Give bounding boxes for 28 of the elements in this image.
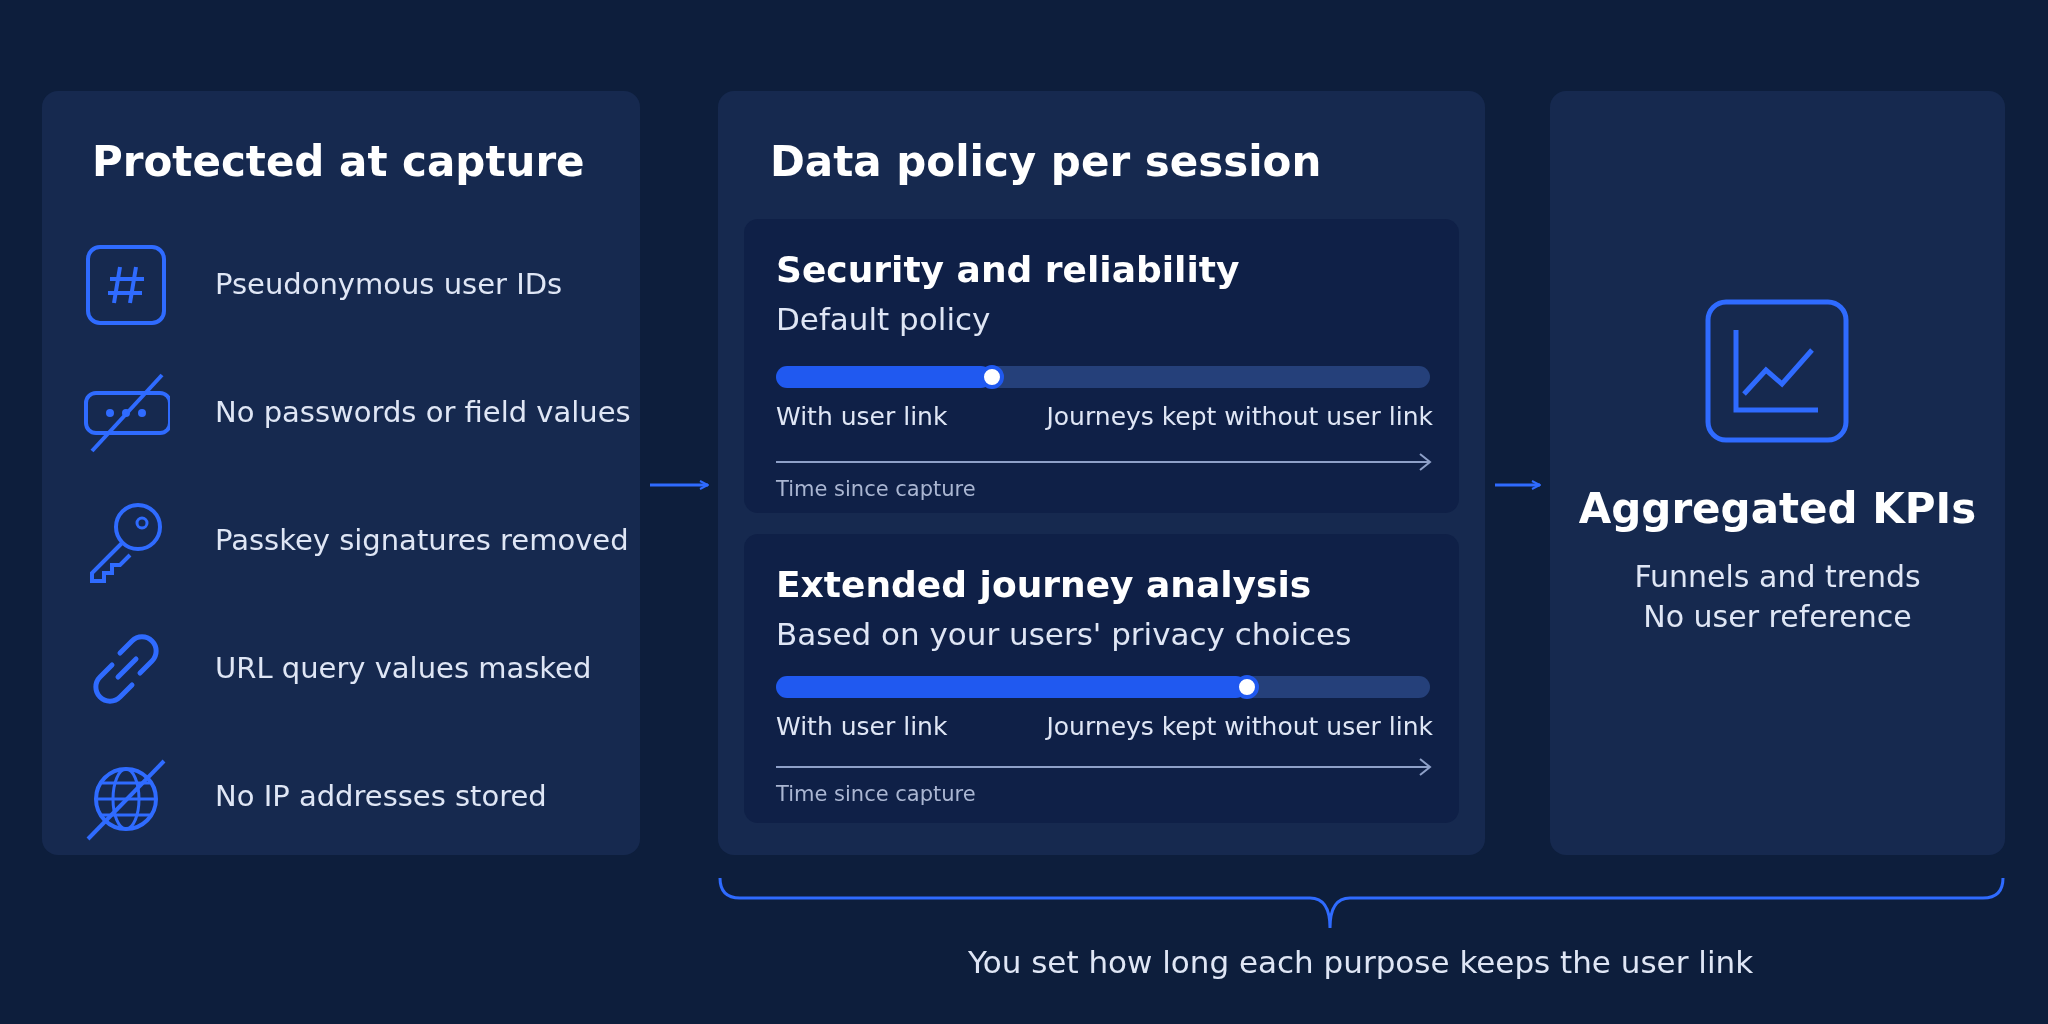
slider-label: Journeys kept without user link: [1046, 402, 1433, 431]
card-subtitle: Based on your users' privacy choices: [776, 616, 1352, 652]
note-text: You set how long each purpose keeps the user link: [966, 944, 1755, 980]
panel-heading: Aggregated KPIs: [1577, 484, 1978, 533]
arrow: [1495, 480, 1541, 490]
slider-label: Journeys kept without user link: [1046, 712, 1433, 741]
item-text: No IP addresses stored: [215, 779, 547, 813]
panel-heading: Protected at capture: [92, 137, 585, 186]
panel-text: No user reference: [1642, 599, 1913, 634]
slider-label: With user link: [776, 712, 948, 741]
item-text: URL query values masked: [215, 651, 592, 685]
slider-label: With user link: [776, 402, 948, 431]
policy-card: [744, 534, 1459, 823]
item-text: Passkey signatures removed: [215, 523, 629, 557]
axis-label: Time since capture: [776, 782, 976, 806]
panel-heading: Data policy per session: [770, 137, 1322, 186]
panel: [1550, 91, 2005, 855]
item-text: No passwords or field values: [215, 395, 631, 429]
card-subtitle: Default policy: [776, 301, 991, 337]
arrow: [650, 480, 709, 490]
card-heading: Extended journey analysis: [776, 564, 1312, 605]
policy-card: [744, 219, 1459, 513]
item-text: Pseudonymous user IDs: [215, 267, 563, 301]
card-heading: Security and reliability: [776, 249, 1240, 290]
panel: [718, 91, 1485, 855]
panel: [42, 91, 640, 855]
axis-label: Time since capture: [776, 477, 976, 501]
panel-text: Funnels and trends: [1633, 559, 1922, 594]
